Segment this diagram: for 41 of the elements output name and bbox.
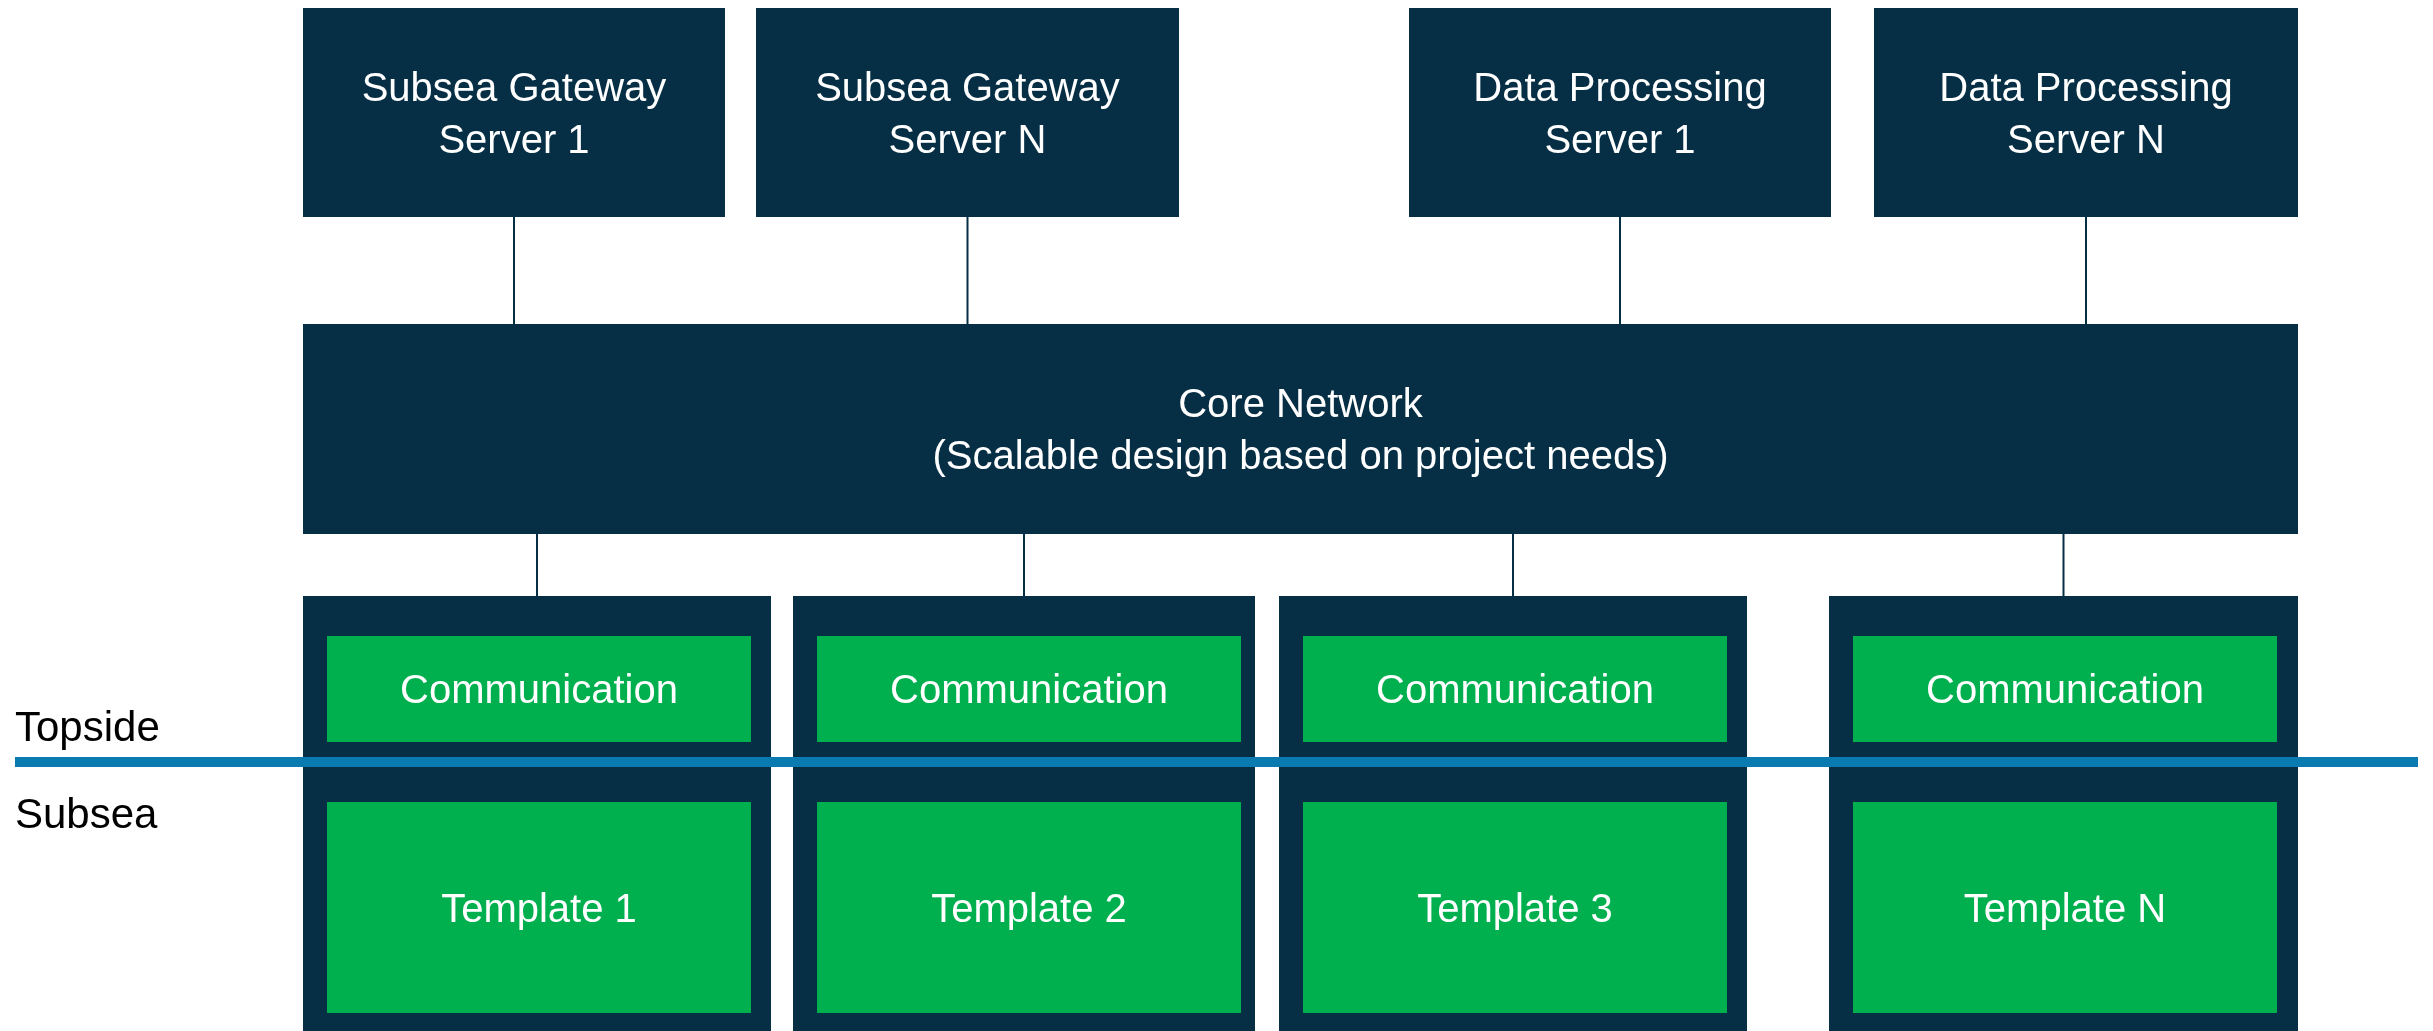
node-label: Communication [1375, 666, 1655, 713]
server-box [1409, 8, 1831, 217]
server-box [756, 8, 1179, 217]
connector-line [1512, 533, 1514, 597]
communication-box [1853, 636, 2277, 742]
connector-line [1023, 533, 1025, 597]
zone-label: Topside [15, 703, 160, 751]
connector-line [536, 533, 538, 597]
node-label: Template 2 [930, 884, 1128, 932]
connector-line [1619, 216, 1621, 325]
node-label: Template N [1962, 884, 2168, 932]
template-box [1303, 802, 1727, 1013]
communication-box [817, 636, 1241, 742]
template-group-box [1279, 596, 1747, 1031]
node-label: Template 3 [1416, 884, 1614, 932]
template-group-box [1829, 596, 2298, 1031]
node-label: Subsea Gateway Server N [814, 63, 1121, 163]
node-label: Communication [399, 666, 679, 713]
node-label: Communication [1925, 666, 2205, 713]
connector-line [2085, 216, 2087, 325]
connector-line [966, 216, 969, 325]
connector-line [513, 216, 515, 325]
template-group-box [303, 596, 771, 1031]
template-box [327, 802, 751, 1013]
server-box [1874, 8, 2298, 217]
node-label: Data Processing Server N [1938, 63, 2234, 163]
node-label: Subsea Gateway Server 1 [360, 63, 668, 163]
node-label: Communication [889, 666, 1169, 713]
communication-box [327, 636, 751, 742]
node-label: (Scalable design based on project needs) [931, 432, 1670, 479]
template-box [817, 802, 1241, 1013]
communication-box [1303, 636, 1727, 742]
node-label: Template 1 [440, 884, 638, 932]
server-box [303, 8, 725, 217]
node-label: Data Processing Server 1 [1472, 63, 1768, 163]
template-group-box [793, 596, 1255, 1031]
node-label: Core Network [1177, 380, 1424, 427]
zone-label: Subsea [15, 790, 158, 838]
template-box [1853, 802, 2277, 1013]
connector-line [2062, 533, 2065, 597]
network-box [303, 324, 2298, 534]
